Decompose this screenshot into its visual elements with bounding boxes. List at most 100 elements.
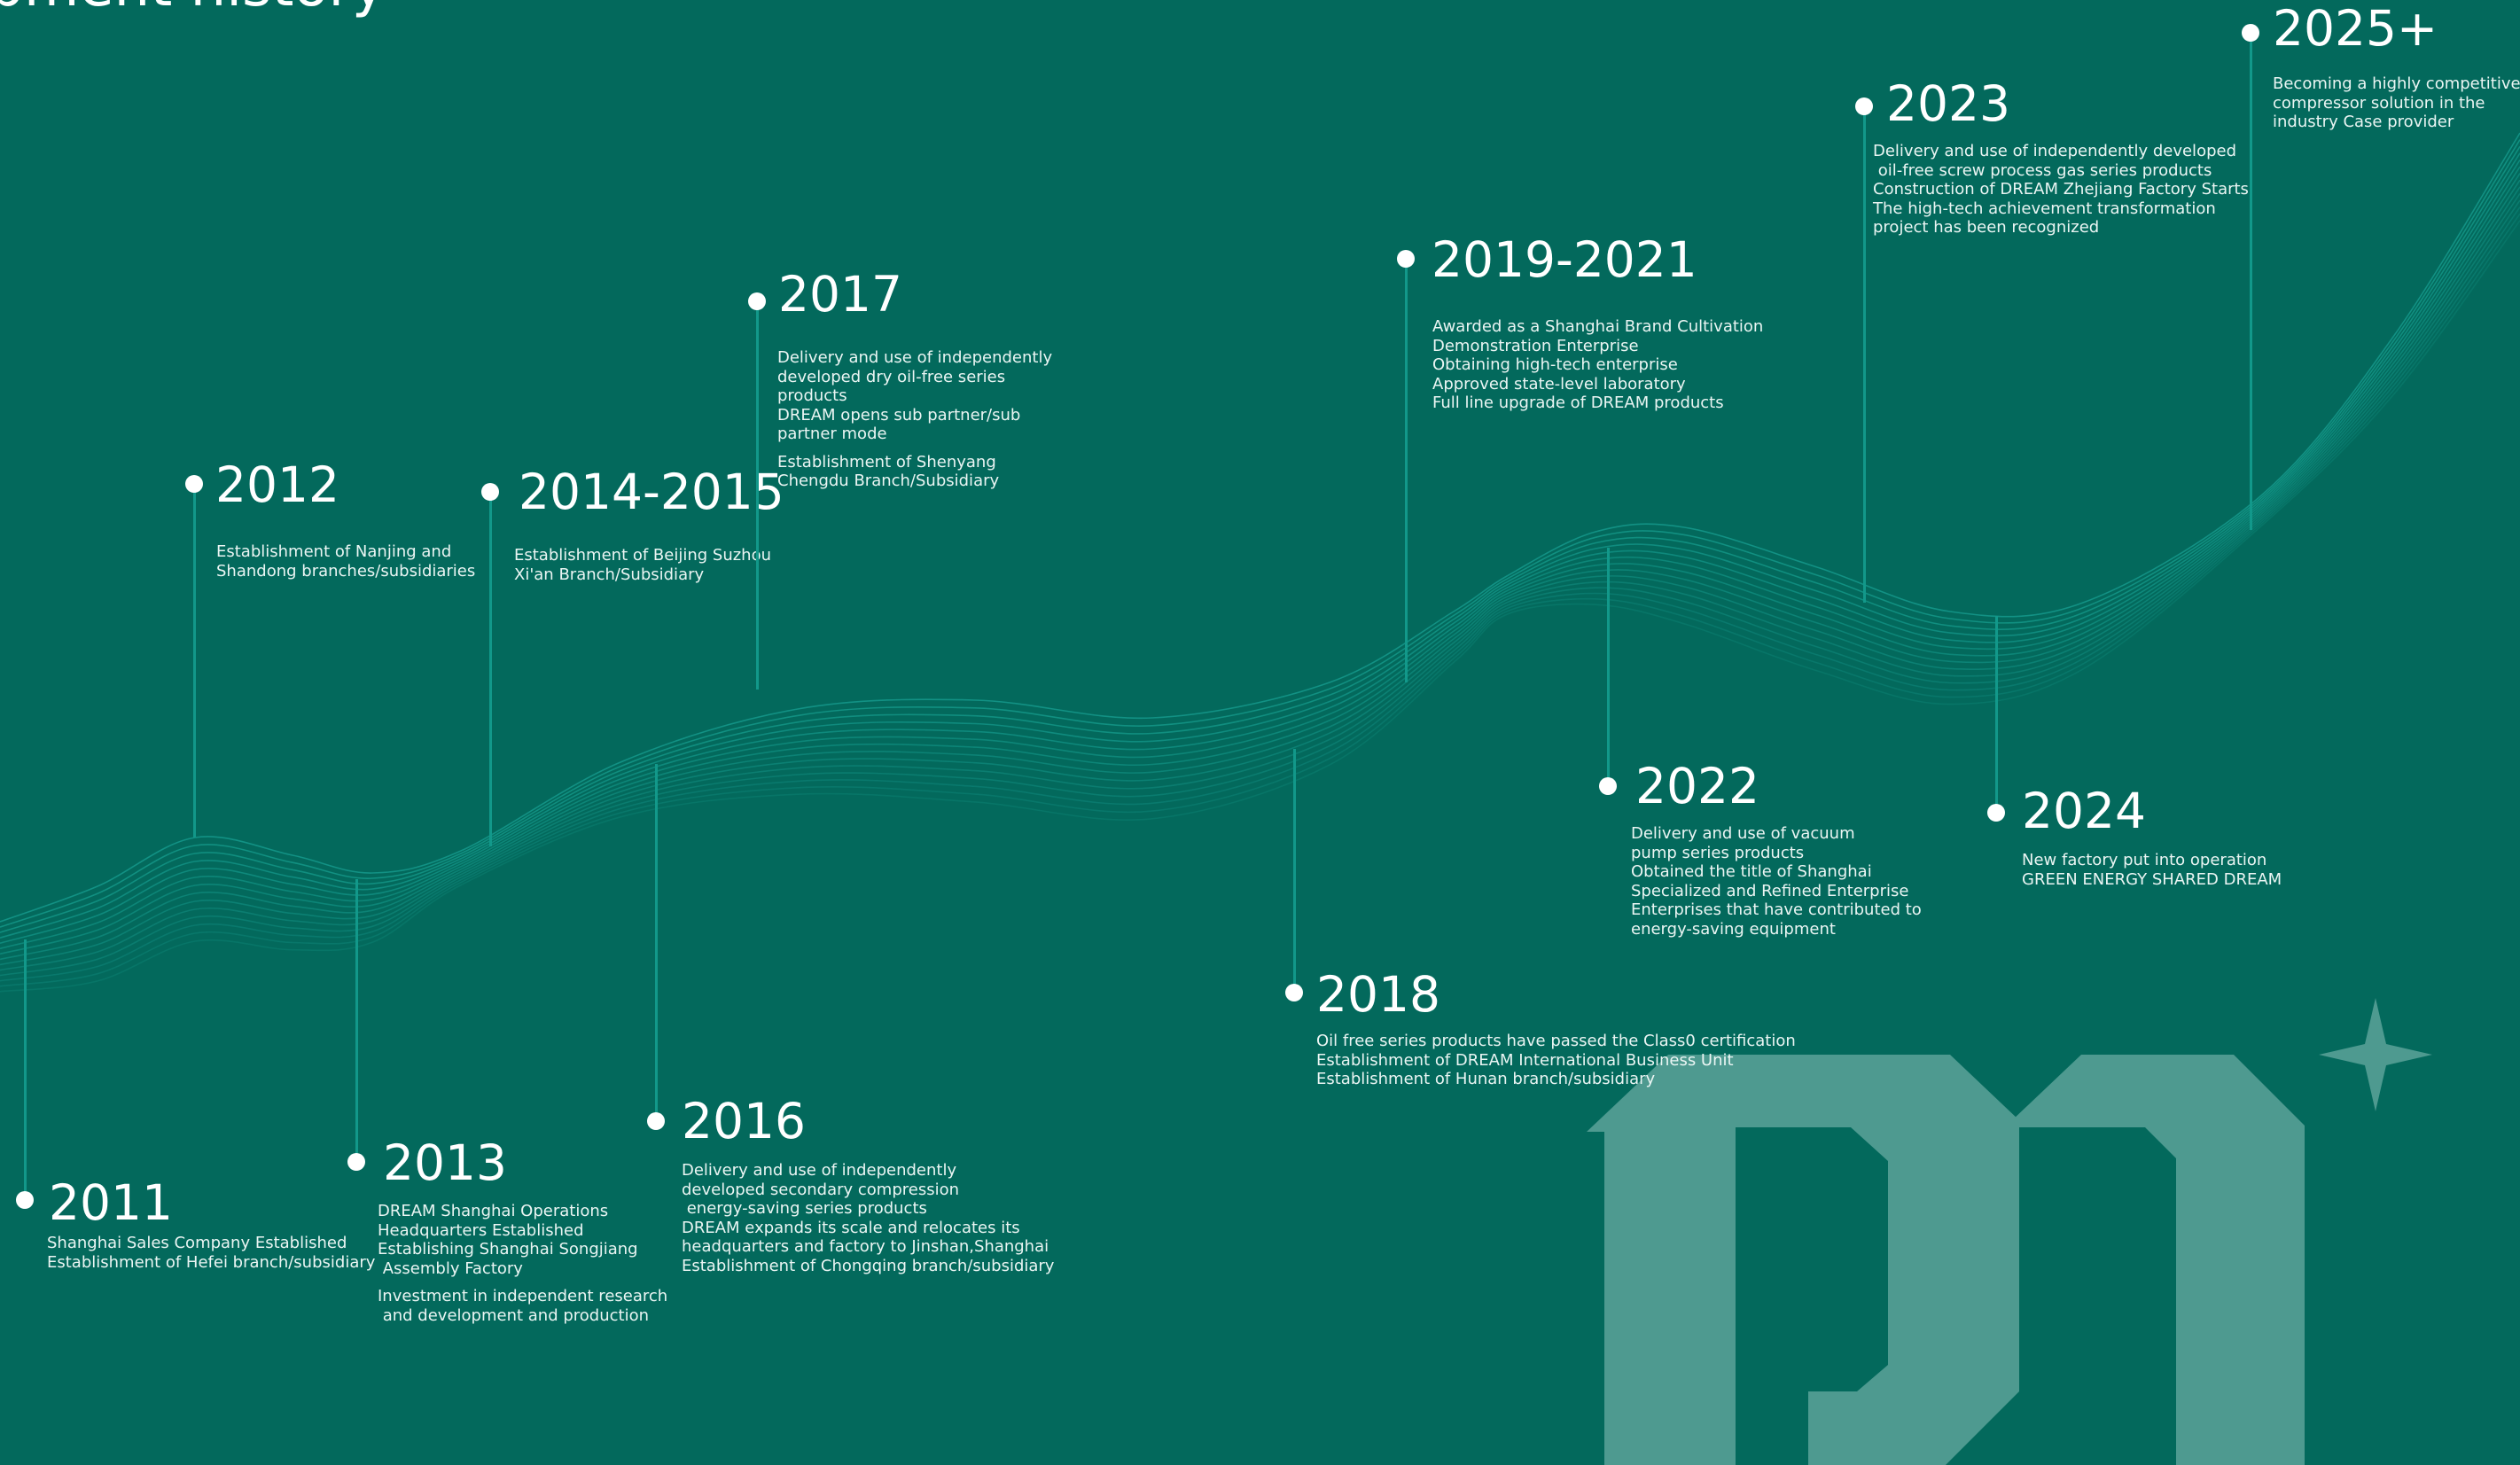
description-line: Shandong branches/subsidiaries [216,561,476,581]
description-line: Specialized and Refined Enterprise [1631,881,1909,900]
description-line: Obtaining high-tech enterprise [1432,355,1678,374]
description-line: Oil free series products have passed the… [1316,1032,1796,1050]
timeline-connector [1995,616,1998,813]
page-title: elopment history [0,0,386,19]
description-line: Establishment of Nanjing and [216,542,452,561]
description-line: Chengdu Branch/Subsidiary [777,471,1000,490]
description-line: Shanghai Sales Company Established [47,1234,347,1252]
description-line: DREAM expands its scale and relocates it… [682,1218,1020,1237]
timeline-dot-icon [185,475,203,493]
wave-line [0,152,2520,939]
description-line: The high-tech achievement transformation [1873,199,2216,218]
timeline-year: 2023 [1886,75,2010,132]
logo-left-stroke [1587,1055,1736,1465]
timeline-dot-icon [2242,24,2259,42]
timeline-year: 2017 [778,266,902,323]
wave-line [0,179,2520,961]
wave-line [0,159,2520,945]
description-line: Establishment of Hefei branch/subsidiary [47,1252,376,1272]
description-line: energy-saving series products [682,1199,927,1218]
wave-line [0,186,2520,966]
timeline-connector [655,764,658,1121]
timeline-dot-icon [1599,777,1617,795]
description-line: DREAM opens sub partner/sub [777,405,1021,425]
timeline-year: 2012 [215,456,339,513]
timeline-dot-icon [16,1191,34,1209]
timeline-connector [24,939,27,1200]
description-line: Establishing Shanghai Songjiang [378,1240,638,1258]
timeline-year: 2011 [49,1174,173,1231]
timeline-description: Delivery and use of independently develo… [1873,142,2249,238]
description-line: Obtained the title of Shanghai [1631,862,1872,881]
description-line: industry Case provider [2273,113,2454,131]
description-line: Establishment of DREAM International Bus… [1316,1050,1734,1070]
description-line: DREAM Shanghai Operations [378,1202,609,1220]
wave-line [0,173,2520,955]
description-line: partner mode [777,425,887,443]
timeline-dot-icon [347,1153,365,1171]
description-spacer [378,1278,667,1287]
timeline-connector [1607,548,1610,786]
description-line: Delivery and use of independently [682,1161,957,1180]
description-line: GREEN ENERGY SHARED DREAM [2022,869,2282,889]
timeline-dot-icon [481,483,499,501]
timeline-connector [2250,33,2252,530]
description-line: Establishment of Chongqing branch/subsid… [682,1256,1055,1275]
timeline-connector [193,484,196,838]
timeline-connector [756,301,759,690]
timeline-year: 2018 [1316,966,1440,1023]
timeline-dot-icon [748,292,766,310]
timeline-dot-icon [1397,250,1415,268]
description-line: Establishment of Hunan branch/subsidiary [1316,1070,1656,1088]
description-spacer [777,444,1052,453]
timeline-description: Oil free series products have passed the… [1316,1032,1796,1089]
description-line: products [777,386,847,405]
description-line: headquarters and factory to Jinshan,Shan… [682,1237,1049,1256]
timeline-connector [1405,259,1408,682]
description-line: developed secondary compression [682,1180,960,1199]
description-line: New factory put into operation [2022,851,2267,869]
description-line: Demonstration Enterprise [1432,336,1639,355]
description-line: project has been recognized [1873,218,2100,237]
timeline-year: 2019-2021 [1432,231,1697,288]
description-line: Establishment of Shenyang [777,452,996,471]
logo-right-stroke [2012,1055,2305,1465]
timeline-year: 2016 [682,1093,806,1149]
timeline-year: 2013 [383,1134,507,1191]
description-line: Assembly Factory [378,1258,523,1278]
description-line: Delivery and use of independently develo… [1873,142,2237,160]
wave-line [0,166,2520,950]
timeline-year: 2024 [2022,783,2146,839]
description-line: Establishment of Beijing Suzhou [514,546,772,565]
description-line: pump series products [1631,843,1805,862]
wave-line [0,199,2520,977]
description-line: developed dry oil-free series [777,367,1006,386]
logo-middle-stroke [1736,1055,2019,1465]
wave-line [0,132,2520,923]
wave-line [0,192,2520,971]
wave-line [0,139,2520,928]
wave-line [0,213,2520,987]
timeline-connector [1293,749,1296,993]
timeline-year: 2014-2015 [519,464,784,520]
timeline-connector [1863,106,1866,603]
timeline-dot-icon [647,1112,665,1130]
timeline-connector [355,879,358,1162]
description-line: Investment in independent research [378,1287,668,1305]
description-line: Enterprises that have contributed to [1631,900,1922,919]
wave-line [0,145,2520,933]
description-line: Construction of DREAM Zhejiang Factory S… [1873,180,2249,199]
timeline-dot-icon [1285,984,1303,1001]
